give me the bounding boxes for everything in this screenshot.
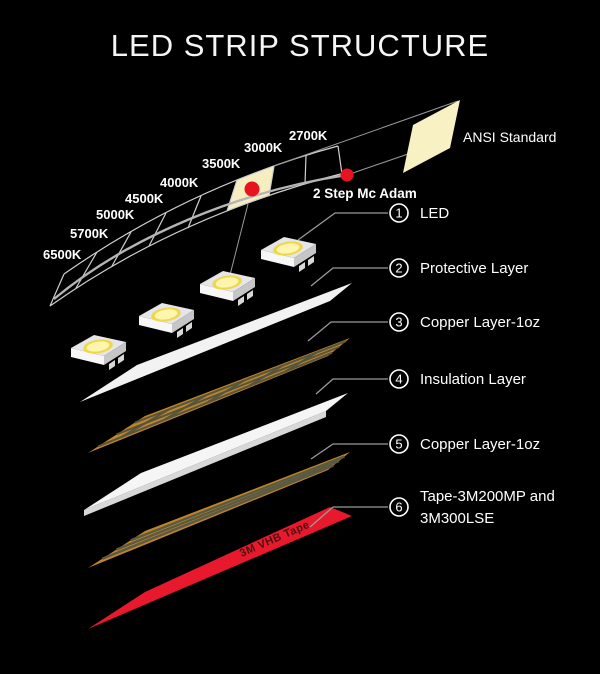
layer-protective	[80, 283, 352, 402]
leader-line-3	[307, 321, 388, 342]
layer-insulation	[84, 393, 348, 516]
layer-number-badge-4	[389, 369, 409, 389]
mcadam-dot-on-band	[244, 181, 260, 197]
callout-1: 1 LED	[297, 203, 449, 241]
connector-cell-to-led	[229, 203, 249, 276]
cct-label-4500k: 4500K	[125, 191, 164, 206]
ansi-standard-label: ANSI Standard	[463, 129, 556, 145]
layer-number-badge-6	[389, 497, 409, 517]
layer-label-6-line2: 3M300LSE	[420, 510, 494, 527]
cct-scale-band: 6500K 5700K 5000K 4500K 4000K 3500K 3000…	[43, 100, 556, 307]
cct-label-3000k: 3000K	[244, 140, 283, 155]
copper-trace-pattern	[97, 340, 347, 448]
layer-number-badge-5	[389, 434, 409, 454]
copper-stripe-pattern	[101, 455, 345, 560]
leader-line-2	[310, 267, 388, 287]
page-title: LED STRIP STRUCTURE	[110, 28, 490, 63]
callout-4: 4 Insulation Layer	[315, 369, 526, 395]
leader-line-4	[315, 378, 388, 395]
led-module-2	[200, 271, 255, 306]
cct-label-5700k: 5700K	[70, 226, 109, 241]
cct-label-2700k: 2700K	[289, 128, 328, 143]
leader-line-1	[297, 212, 388, 241]
layer-copper-bottom	[88, 452, 350, 568]
layer-number-3: 3	[395, 315, 402, 330]
exploded-layers: 3M VHB Tape	[71, 237, 352, 629]
layer-number-2: 2	[395, 261, 402, 276]
led-module-4	[71, 335, 126, 370]
callout-2: 2 Protective Layer	[310, 258, 528, 287]
layer-label-2: Protective Layer	[420, 260, 528, 277]
layer-copper-top	[88, 338, 350, 453]
layer-label-6-line1: Tape-3M200MP and	[420, 488, 555, 505]
layer-number-5: 5	[395, 437, 402, 452]
ansi-standard-parallelogram	[403, 100, 460, 173]
callout-6: 6 Tape-3M200MP and 3M300LSE	[309, 488, 555, 528]
layer-label-1: LED	[420, 205, 449, 222]
mcadam-dot-reference	[340, 168, 354, 182]
layer-callouts: 1 LED 2 Protective Layer 3 Copper Layer-…	[297, 203, 555, 528]
planckian-locus-curve	[53, 173, 348, 300]
layer-number-badge-1	[389, 203, 409, 223]
leader-line-6	[309, 506, 388, 528]
cct-label-6500k: 6500K	[43, 247, 82, 262]
layer-number-6: 6	[395, 500, 402, 515]
callout-5: 5 Copper Layer-1oz	[310, 434, 540, 460]
cct-label-3500k: 3500K	[202, 156, 241, 171]
connector-dot-to-ansi	[346, 153, 409, 176]
callout-3: 3 Copper Layer-1oz	[307, 312, 540, 342]
layer-label-5: Copper Layer-1oz	[420, 436, 540, 453]
cct-label-5000k: 5000K	[96, 207, 135, 222]
layer-number-badge-3	[389, 312, 409, 332]
tape-label: 3M VHB Tape	[238, 519, 312, 560]
layer-number-badge-2	[389, 258, 409, 278]
led-module-3	[139, 303, 194, 338]
mcadam-label: 2 Step Mc Adam	[313, 186, 417, 201]
leader-line-5	[310, 443, 388, 460]
layer-label-4: Insulation Layer	[420, 371, 526, 388]
layer-number-4: 4	[395, 372, 402, 387]
layer-number-1: 1	[395, 206, 402, 221]
led-module-1	[261, 237, 316, 272]
cct-label-4000k: 4000K	[160, 175, 199, 190]
layer-label-3: Copper Layer-1oz	[420, 314, 540, 331]
connector-cell-to-ansi	[273, 100, 459, 167]
